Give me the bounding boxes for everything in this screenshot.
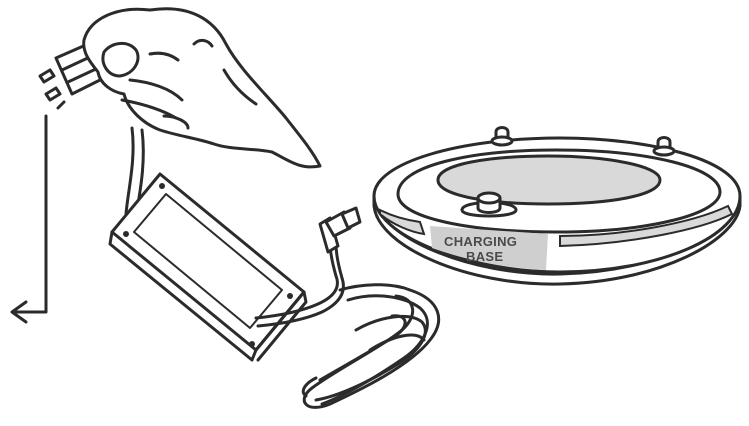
hand-holding-plug-icon: [84, 9, 320, 167]
plug-prongs-icon: [40, 70, 64, 108]
rear-peg-right: [654, 138, 674, 156]
base-label-line1: CHARGING: [444, 234, 517, 249]
rear-peg-left: [492, 128, 512, 146]
arrow-down-left-icon: [12, 116, 46, 322]
power-adapter-icon: [110, 174, 306, 360]
dc-connector-icon: [320, 208, 360, 252]
charging-base-icon: CHARGING BASE: [374, 128, 740, 285]
base-label-line2: BASE: [466, 249, 503, 264]
coiled-cable: [303, 285, 438, 408]
